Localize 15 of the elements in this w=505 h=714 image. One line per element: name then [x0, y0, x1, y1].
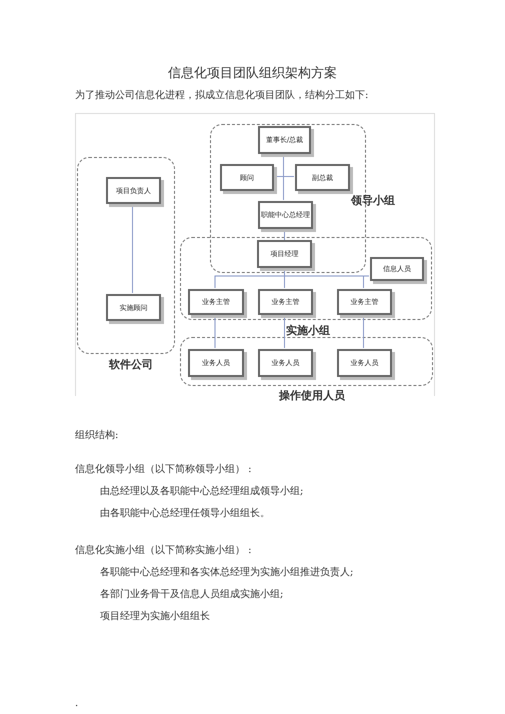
group-label: 操作使用人员 — [279, 388, 345, 403]
body-sentence: 项目经理为实施小组组长 — [100, 610, 210, 623]
intro-sentence: 为了推动公司信息化进程，拟成立信息化项目团队，结构分工如下: — [75, 88, 368, 102]
section-heading: 组织结构: — [75, 428, 118, 442]
page-title: 信息化项目团队组织架构方案 — [167, 65, 338, 82]
group-heading: 信息化实施小组（以下简称实施小组） : — [75, 544, 252, 557]
body-sentence: 由总经理以及各职能中心总经理组成领导小组; — [100, 484, 304, 498]
stray-mark: . — [75, 698, 78, 709]
group-label: 领导小组 — [351, 193, 395, 208]
group-label: 实施小组 — [286, 323, 330, 338]
body-sentence: 由各职能中心总经理任领导小组组长。 — [100, 506, 270, 520]
body-sentence: 各职能中心总经理和各实体总经理为实施小组推进负责人; — [100, 566, 354, 579]
body-sentence: 各部门业务骨干及信息人员组成实施小组; — [100, 588, 284, 601]
group-label: 软件公司 — [109, 357, 153, 372]
group-heading: 信息化领导小组（以下简称领导小组） : — [75, 462, 252, 476]
